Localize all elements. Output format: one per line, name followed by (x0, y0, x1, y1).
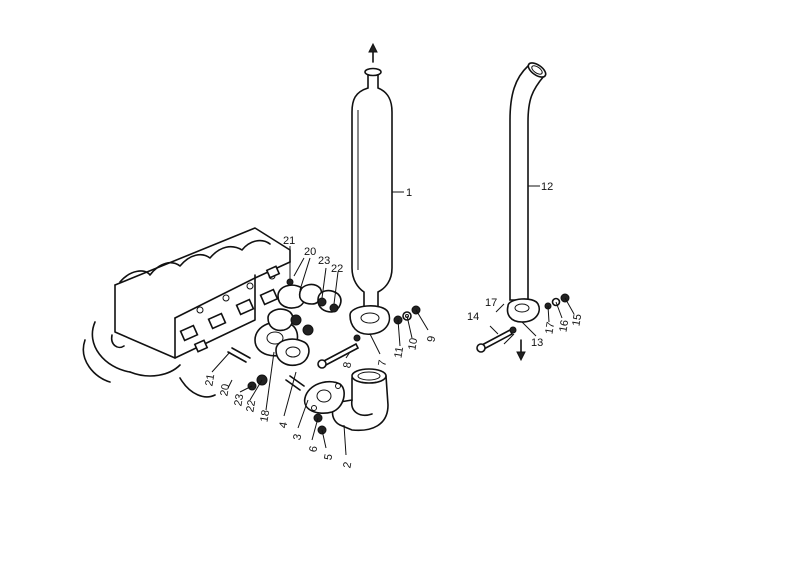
label-14: 14 (467, 311, 479, 323)
label-17-lower: 17 (543, 321, 557, 335)
label-2: 2 (341, 461, 354, 469)
label-17-upper: 17 (485, 297, 497, 309)
label-22-lower: 22 (244, 399, 258, 413)
label-6: 6 (307, 445, 320, 453)
exhaust-elbow (303, 368, 389, 435)
muffler-hardware (317, 305, 421, 369)
label-16: 16 (557, 319, 571, 333)
label-22-upper: 22 (331, 263, 343, 275)
label-12: 12 (541, 181, 553, 193)
label-23-upper: 23 (318, 255, 330, 267)
label-21-lower: 21 (203, 373, 217, 387)
engine-block (82, 227, 291, 398)
muffler (349, 42, 393, 335)
manifold-flanges (227, 278, 342, 391)
label-10: 10 (406, 337, 420, 351)
label-15: 15 (570, 313, 584, 327)
label-1: 1 (406, 187, 412, 199)
label-7: 7 (376, 359, 389, 367)
label-20-upper: 20 (304, 246, 316, 258)
tail-pipe (476, 62, 570, 362)
label-23-lower: 23 (232, 393, 246, 407)
label-5: 5 (322, 453, 335, 461)
label-3: 3 (291, 433, 304, 441)
label-20-lower: 20 (218, 383, 232, 397)
label-4: 4 (277, 421, 290, 429)
leader-lines (211, 185, 575, 456)
label-13: 13 (531, 337, 543, 349)
label-21-upper: 21 (283, 235, 295, 247)
label-8: 8 (341, 361, 354, 369)
label-11: 11 (392, 346, 406, 359)
label-18: 18 (258, 409, 272, 423)
label-9: 9 (425, 335, 438, 343)
part-labels: 1 12 2 3 4 5 6 7 8 9 10 11 13 14 15 16 1… (203, 181, 584, 469)
